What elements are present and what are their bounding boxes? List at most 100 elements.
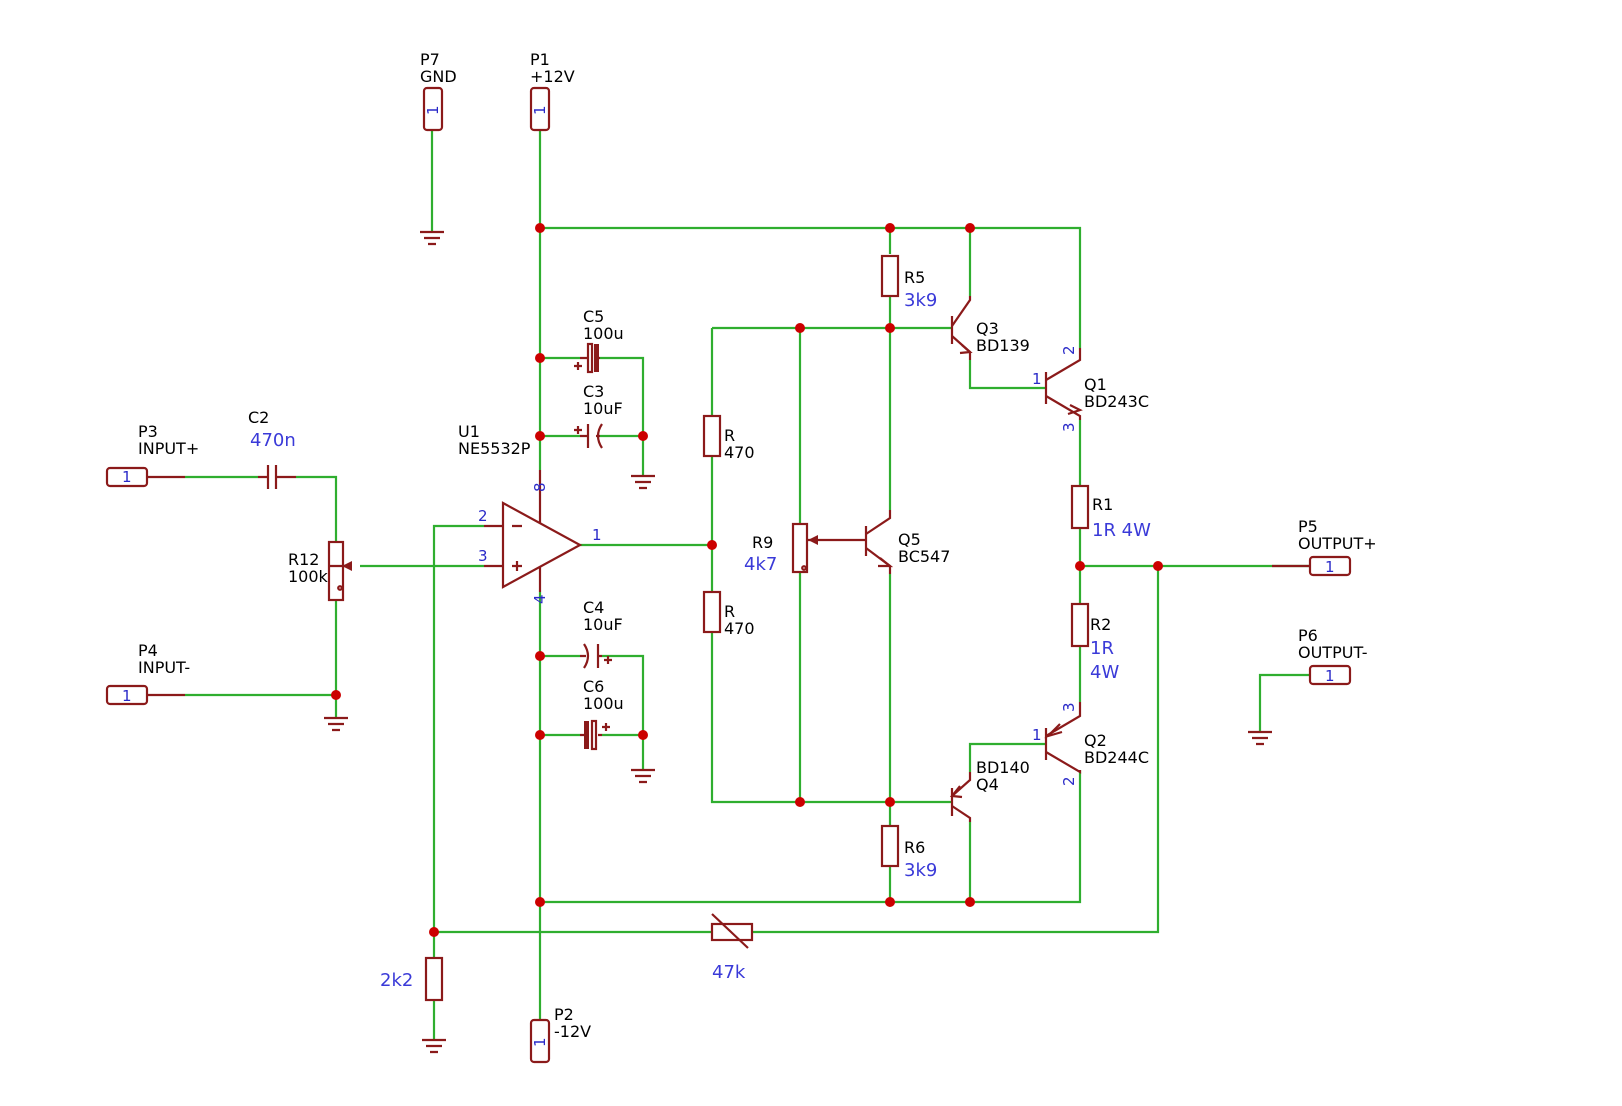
u1-pin-2: 2 <box>478 507 488 525</box>
r47k-value: 47k <box>712 962 746 983</box>
wires <box>185 130 1310 1040</box>
p2-value: -12V <box>554 1022 591 1041</box>
capacitor-c3: C3 10uF <box>574 382 623 449</box>
c5-ref: C5 <box>583 307 604 326</box>
q2-pin-1: 1 <box>1032 726 1042 744</box>
c2-value: 470n <box>250 430 296 451</box>
c3-ref: C3 <box>583 382 604 401</box>
p6-ref: P6 <box>1298 626 1318 645</box>
q3-ref: Q3 <box>976 319 999 338</box>
p5-pin: 1 <box>1325 558 1335 576</box>
p2-pin: 1 <box>531 1037 549 1047</box>
r12-ref: R12 <box>288 550 319 569</box>
u1-pin-8: 8 <box>531 482 549 492</box>
capacitor-c2: C2 470n <box>248 408 296 489</box>
transistor-q2: Q2 BD244C 3 1 2 <box>1032 702 1149 786</box>
q2-pin-2: 2 <box>1060 776 1078 786</box>
q5-ref: Q5 <box>898 530 921 549</box>
r1-ref: R1 <box>1092 495 1113 514</box>
p7-ref: P7 <box>420 50 440 69</box>
r6-ref: R6 <box>904 838 925 857</box>
q4-value: BD140 <box>976 758 1030 777</box>
c6-ref: C6 <box>583 677 604 696</box>
capacitor-c6: C6 100u <box>580 677 624 751</box>
resistor-r6: R6 3k9 <box>880 824 937 881</box>
resistor-r5: R5 3k9 <box>880 254 937 311</box>
resistor-r-upper: R 470 <box>702 414 755 462</box>
transistor-q4: BD140 Q4 <box>949 758 1030 822</box>
potentiometer-r9: R9 4k7 <box>744 522 866 575</box>
resistor-r2: R2 1R 4W <box>1070 602 1119 683</box>
r9-ref: R9 <box>752 533 773 552</box>
p6-pin: 1 <box>1325 667 1335 685</box>
p6-value: OUTPUT- <box>1298 643 1368 662</box>
potentiometer-r12: R12 100k <box>288 540 352 602</box>
r5-ref: R5 <box>904 268 925 287</box>
connector-p2: 1 P2 -12V <box>529 1005 591 1064</box>
c4-value: 10uF <box>583 615 623 634</box>
q4-ref: Q4 <box>976 775 999 794</box>
u1-ref: U1 <box>458 422 480 441</box>
r2-ref: R2 <box>1090 615 1111 634</box>
connector-p4: 1 P4 INPUT- <box>105 641 190 706</box>
r-lower-value: 470 <box>724 619 755 638</box>
q2-value: BD244C <box>1084 748 1149 767</box>
p4-pin: 1 <box>122 687 132 705</box>
c4-ref: C4 <box>583 598 604 617</box>
opamp-u1: U1 NE5532P 8 2 3 1 4 <box>458 422 602 604</box>
u1-value: NE5532P <box>458 439 531 458</box>
capacitor-c4: C4 10uF <box>580 598 623 669</box>
ground-symbols <box>324 230 1272 1054</box>
c3-value: 10uF <box>583 399 623 418</box>
transistor-q5: Q5 BC547 <box>864 510 950 574</box>
q1-pin-1: 1 <box>1032 370 1042 388</box>
transistor-q3: Q3 BD139 <box>950 296 1030 360</box>
p7-value: GND <box>420 67 457 86</box>
p7-pin: 1 <box>424 105 442 115</box>
p4-value: INPUT- <box>138 658 190 677</box>
r5-value: 3k9 <box>904 290 937 311</box>
p3-pin: 1 <box>122 468 132 486</box>
q1-ref: Q1 <box>1084 375 1107 394</box>
q5-value: BC547 <box>898 547 950 566</box>
r-lower-ref: R <box>724 602 735 621</box>
resistor-r1: R1 1R 4W <box>1070 484 1151 541</box>
p4-ref: P4 <box>138 641 158 660</box>
r2-value: 1R <box>1090 638 1114 659</box>
p1-value: +12V <box>530 67 575 86</box>
r-upper-value: 470 <box>724 443 755 462</box>
q1-pin-2: 2 <box>1060 345 1078 355</box>
p5-value: OUTPUT+ <box>1298 534 1377 553</box>
u1-pin-1: 1 <box>592 526 602 544</box>
q2-ref: Q2 <box>1084 731 1107 750</box>
c5-value: 100u <box>583 324 624 343</box>
r6-value: 3k9 <box>904 860 937 881</box>
c2-ref: C2 <box>248 408 269 427</box>
r12-value: 100k <box>288 567 329 586</box>
p2-ref: P2 <box>554 1005 574 1024</box>
u1-pin-3: 3 <box>478 547 488 565</box>
resistor-2k2: 2k2 <box>380 956 444 1002</box>
p3-value: INPUT+ <box>138 439 199 458</box>
transistor-q1: Q1 BD243C 2 1 3 <box>1032 345 1149 432</box>
connector-p6: 1 P6 OUTPUT- <box>1298 626 1368 686</box>
r9-value: 4k7 <box>744 554 777 575</box>
q1-pin-3: 3 <box>1060 422 1078 432</box>
p1-ref: P1 <box>530 50 550 69</box>
r2k2-value: 2k2 <box>380 970 413 991</box>
connector-p7: 1 P7 GND <box>420 50 457 132</box>
junctions <box>331 223 1163 937</box>
c6-value: 100u <box>583 694 624 713</box>
p3-ref: P3 <box>138 422 158 441</box>
r-upper-ref: R <box>724 426 735 445</box>
capacitor-c5: C5 100u <box>574 307 624 374</box>
resistor-47k: 47k <box>710 913 754 983</box>
connector-p3: 1 P3 INPUT+ <box>105 422 199 488</box>
u1-pin-4: 4 <box>531 594 549 604</box>
resistor-r-lower: R 470 <box>702 590 755 638</box>
r1-value: 1R 4W <box>1092 520 1151 541</box>
p5-ref: P5 <box>1298 517 1318 536</box>
connector-p5: 1 P5 OUTPUT+ <box>1272 517 1377 577</box>
q1-value: BD243C <box>1084 392 1149 411</box>
